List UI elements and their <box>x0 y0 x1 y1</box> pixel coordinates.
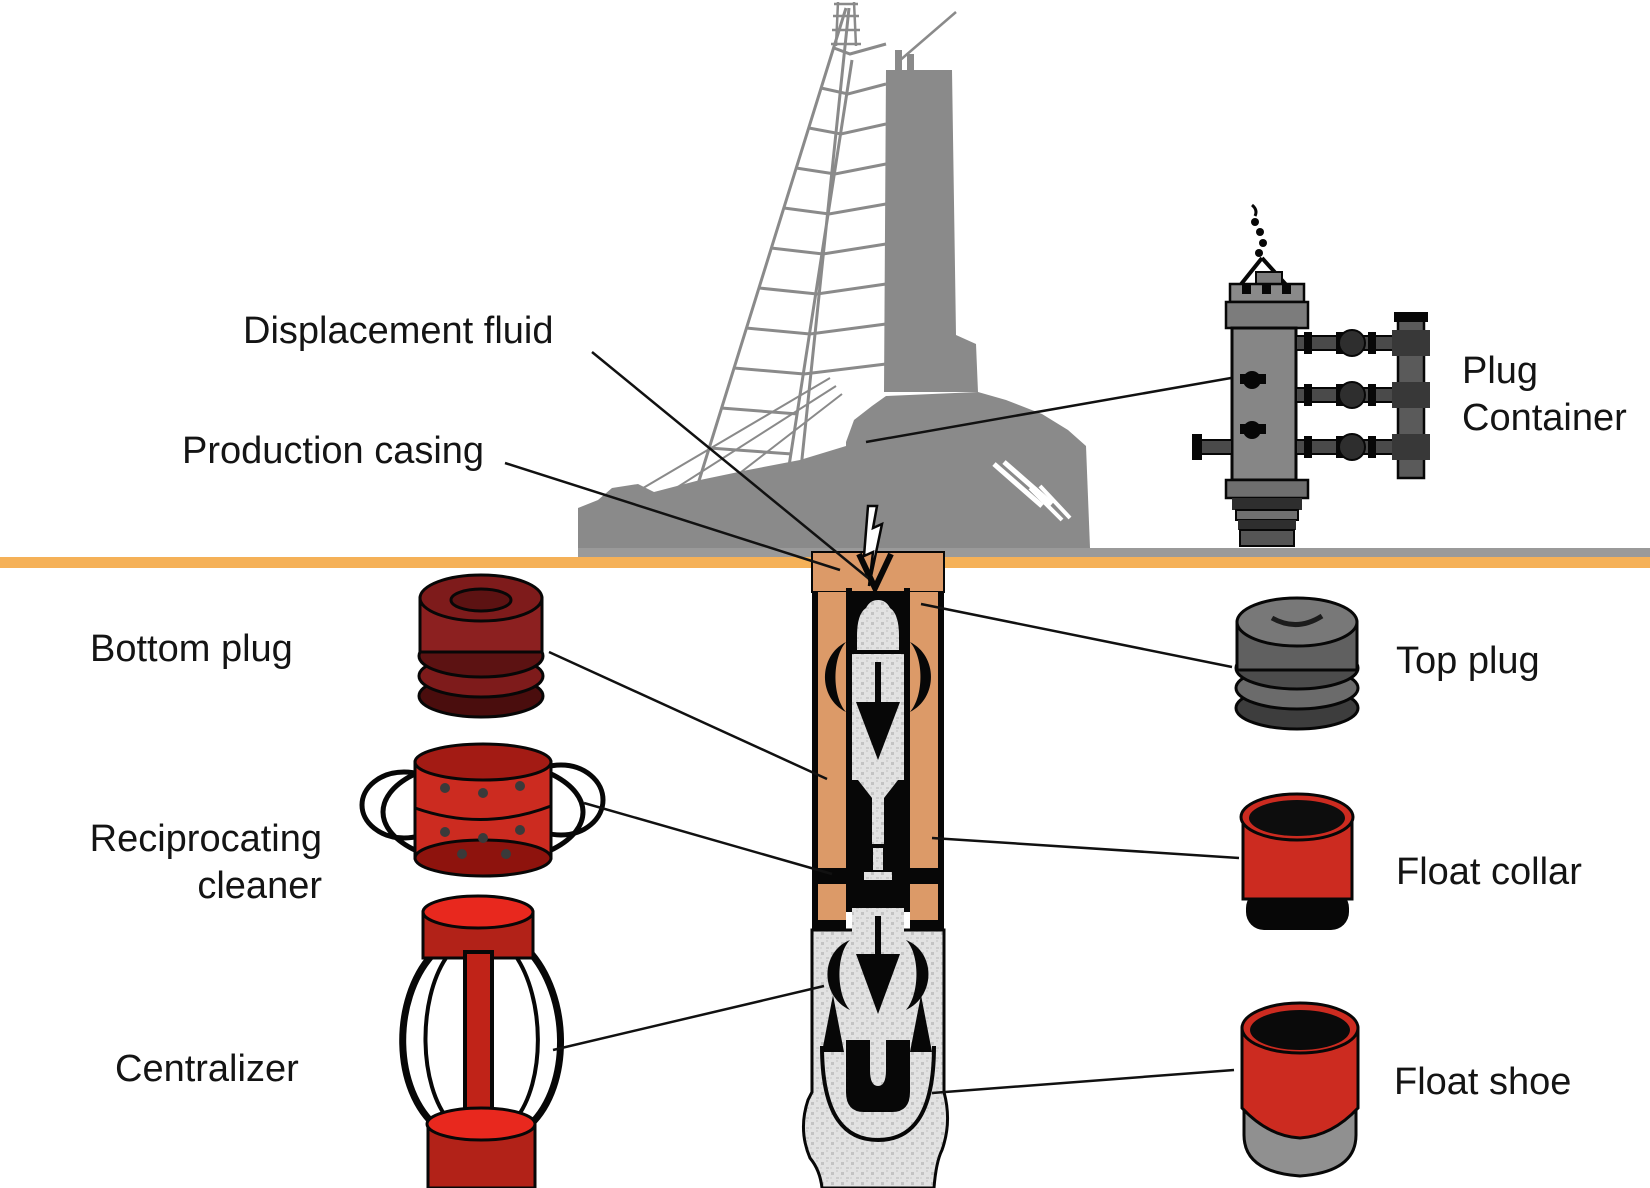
casing-v-notch <box>856 552 894 596</box>
valve-channel <box>873 848 883 870</box>
rig-notch-lines <box>992 460 1054 508</box>
label-displacement-fluid: Displacement fluid <box>243 310 554 352</box>
leader-production-casing <box>504 461 841 572</box>
borehole-wall-right <box>938 592 944 932</box>
bow-spring-rib <box>423 956 452 1124</box>
label-reciprocating-cleaner-line2: cleaner <box>197 865 322 907</box>
container-arm <box>1295 329 1407 357</box>
derrick-rungs <box>708 42 887 456</box>
bow-spring-rib <box>513 953 540 1122</box>
tower-notch <box>895 50 902 72</box>
shoe-nose-outline <box>820 1045 936 1143</box>
label-float-collar: Float collar <box>1396 851 1582 893</box>
borehole-wall-left <box>812 592 818 932</box>
down-arrow-head <box>856 954 900 1014</box>
up-arrow <box>822 995 844 1052</box>
rig-pad-strip <box>578 548 1650 557</box>
leader-float-collar <box>931 836 1240 860</box>
bow-spring <box>906 940 929 1010</box>
flow-bolt-icon <box>862 504 884 587</box>
container-arm <box>1295 381 1407 409</box>
container-left-arm <box>1197 439 1233 455</box>
top-plug-illustration <box>1234 596 1360 731</box>
plug-container-illustration <box>1192 203 1430 547</box>
bow-spring <box>827 940 850 1010</box>
leader-lines <box>504 351 1240 1095</box>
down-arrow-head <box>856 702 900 760</box>
casing-wall-left <box>846 588 852 912</box>
gin-pole-line <box>897 11 957 63</box>
leader-bottom-plug <box>548 650 828 781</box>
leader-top-plug <box>920 602 1233 669</box>
plug-base-line <box>846 650 910 654</box>
rig-substructure <box>846 392 1090 548</box>
leader-reciprocating-cleaner <box>583 801 833 876</box>
leader-plug-container <box>865 376 1232 444</box>
label-top-plug: Top plug <box>1396 640 1540 682</box>
bow-spring-rib <box>525 947 564 1128</box>
rig-tower <box>884 70 978 392</box>
label-production-casing: Production casing <box>182 430 485 472</box>
down-arrow <box>875 916 881 956</box>
wellbore-illustration <box>802 504 949 1188</box>
label-centralizer: Centralizer <box>115 1048 299 1090</box>
down-arrow <box>875 662 881 704</box>
tower-notch <box>907 54 914 72</box>
casing-wall-right <box>904 588 910 912</box>
container-bottom-rings <box>1224 478 1310 500</box>
float-shoe-in-hole <box>846 1040 910 1112</box>
container-body <box>1230 326 1298 482</box>
label-bottom-plug: Bottom plug <box>90 628 293 670</box>
reciprocating-cleaner-illustration <box>359 742 606 878</box>
label-plug-container-line2: Container <box>1462 397 1627 439</box>
label-float-shoe: Float shoe <box>1394 1061 1572 1103</box>
label-reciprocating-cleaner: Reciprocating cleaner <box>40 816 322 910</box>
bottom-plug-illustration <box>417 573 545 719</box>
centralizer-bar <box>463 950 494 1126</box>
bow-spring <box>910 642 931 712</box>
label-plug-container-line1: Plug <box>1462 350 1539 392</box>
leader-float-shoe <box>931 1068 1235 1095</box>
annulus-collar <box>910 868 938 884</box>
label-plug-container: Plug Container <box>1462 348 1627 442</box>
bow-spring <box>825 642 846 712</box>
centralizer-illustration <box>399 894 564 1188</box>
label-reciprocating-cleaner-line1: Reciprocating <box>89 818 322 860</box>
up-arrow <box>910 995 932 1052</box>
rig-base <box>578 446 846 548</box>
float-shoe-illustration <box>1240 1001 1360 1178</box>
drilling-rig-illustration <box>578 1 1090 548</box>
bow-spring-rib <box>399 952 441 1131</box>
container-top-flange <box>1224 300 1310 330</box>
hook-icon <box>1250 203 1258 217</box>
leader-centralizer <box>552 984 825 1052</box>
container-arm <box>1295 433 1407 461</box>
float-collar-illustration <box>1239 792 1355 930</box>
valve-channel <box>864 872 892 880</box>
leader-displacement-fluid <box>591 351 869 579</box>
rig-notch-lines <box>1028 484 1072 522</box>
top-plug-dome <box>857 600 899 652</box>
plug-channel <box>858 780 898 844</box>
crown-block <box>831 1 861 47</box>
